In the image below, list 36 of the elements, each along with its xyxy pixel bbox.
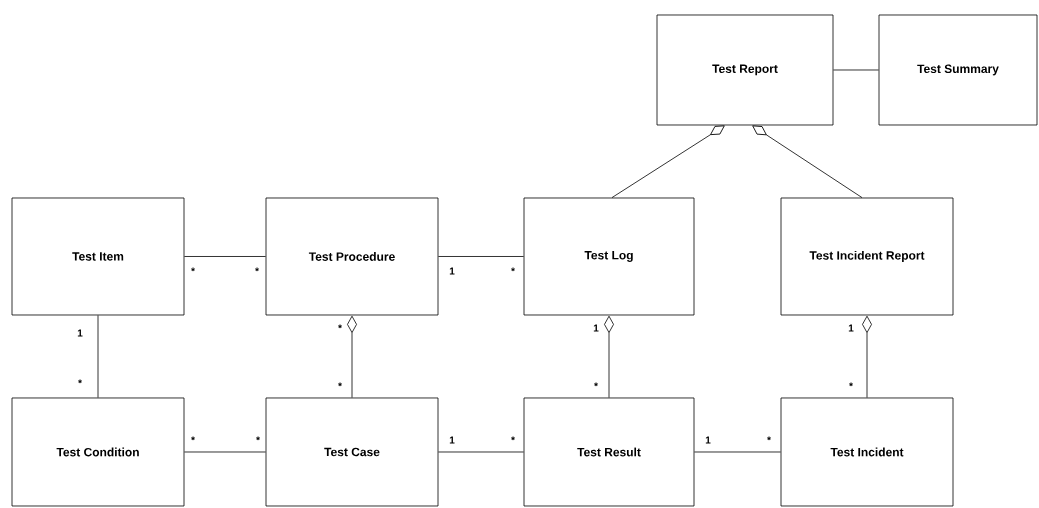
- association-line: [184, 256, 266, 257]
- multiplicity-label: *: [511, 436, 515, 441]
- multiplicity-label: *: [338, 382, 342, 387]
- multiplicity-label: *: [338, 324, 342, 329]
- class-box: Test Summary: [878, 14, 1038, 126]
- association-line: [833, 69, 879, 71]
- multiplicity-label: *: [78, 379, 82, 384]
- association-line: [438, 256, 524, 257]
- class-box: Test Case: [265, 397, 439, 507]
- class-box: Test Condition: [11, 397, 185, 507]
- class-box: Test Item: [11, 197, 185, 316]
- multiplicity-label: 1: [593, 324, 599, 332]
- class-box: Test Result: [523, 397, 695, 507]
- multiplicity-label: 1: [848, 324, 854, 332]
- class-box: Test Procedure: [265, 197, 439, 316]
- class-box: Test Report: [656, 14, 834, 126]
- association-line: [438, 451, 524, 453]
- association-line: [611, 125, 725, 198]
- association-line: [97, 315, 99, 398]
- association-line: [604, 315, 614, 398]
- multiplicity-label: *: [511, 267, 515, 272]
- association-line: [347, 315, 357, 398]
- multiplicity-label: 1: [449, 267, 455, 275]
- class-box: Test Log: [523, 197, 695, 316]
- class-box: Test Incident Report: [780, 197, 954, 316]
- multiplicity-label: *: [849, 382, 853, 387]
- multiplicity-label: 1: [705, 436, 711, 444]
- association-line: [694, 451, 781, 453]
- multiplicity-label: 1: [449, 436, 455, 444]
- multiplicity-label: *: [594, 382, 598, 387]
- class-box: Test Incident: [780, 397, 954, 507]
- multiplicity-label: 1: [77, 329, 83, 337]
- association-line: [184, 451, 266, 453]
- association-line: [862, 315, 872, 398]
- multiplicity-label: *: [767, 436, 771, 441]
- association-line: [752, 125, 863, 198]
